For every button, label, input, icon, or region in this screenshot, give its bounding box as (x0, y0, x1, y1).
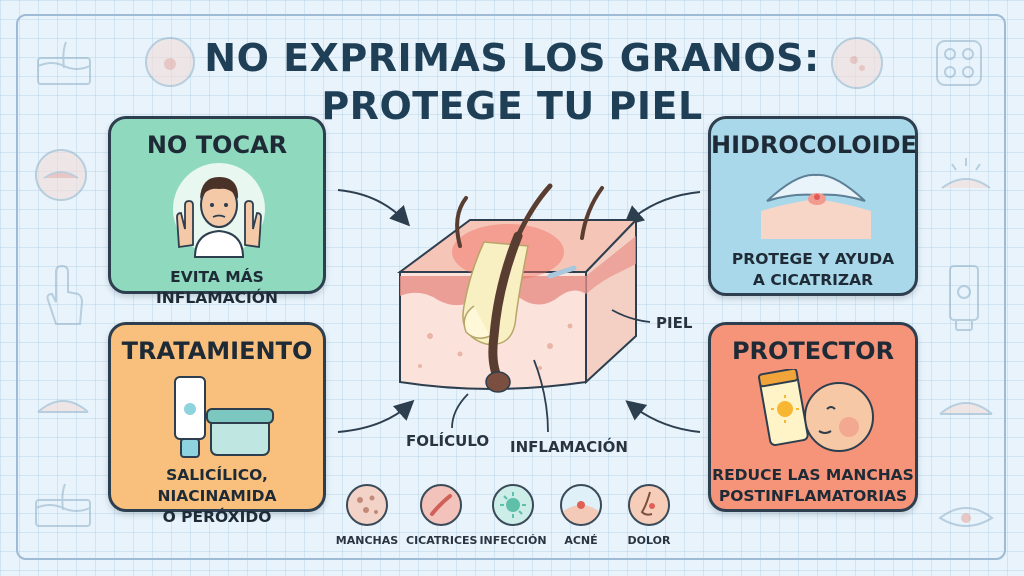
consequence-label: INFECCIÓN (479, 534, 547, 547)
hydrocolloid-patch-icon (761, 173, 871, 239)
consequence-acne: ACNÉ (546, 484, 616, 547)
person-not-touching-icon (173, 163, 265, 258)
card-protector: PROTECTOR REDUCE LAS MANCHAS POSTINFLAMA… (708, 322, 918, 512)
arrow-hidrocoloide (623, 191, 701, 226)
patch-grid-icon (936, 40, 982, 86)
scar-icon (420, 484, 462, 526)
consequence-cicatrices: CICATRICES (406, 484, 478, 547)
consequence-label: DOLOR (627, 534, 671, 547)
label-inflamacion: INFLAMACIÓN (510, 438, 628, 456)
skin-layer-icon (35, 483, 91, 527)
card-text-line: REDUCE LAS MANCHAS (712, 466, 914, 484)
title-line-1: NO EXPRIMAS LOS GRANOS: (204, 36, 820, 80)
sunscreen-tube-icon (949, 265, 979, 331)
pimple-side-icon (939, 402, 993, 415)
card-text-line: POSTINFLAMATORIAS (718, 487, 908, 505)
consequence-dolor: DOLOR (614, 484, 684, 547)
card-hidrocoloide: HIDROCOLOIDE PROTEGE Y AYUDA A CICATRIZA… (708, 116, 918, 296)
arrow-protector (625, 400, 701, 433)
sunscreen-face-icon (757, 369, 874, 452)
consequence-label: MANCHAS (335, 534, 399, 547)
card-title: PROTECTOR (731, 337, 895, 365)
label-foliculo: FOLÍCULO (406, 432, 490, 450)
card-text: EVITA MÁS INFLAMACIÓN (156, 268, 278, 307)
card-text: SALICÍLICO, NIACINAMIDA O PERÓXIDO (111, 465, 323, 528)
bacteria-icon (492, 484, 534, 526)
skin-layer-icon (37, 41, 91, 85)
card-no-tocar: NO TOCAR EVITA MÁS INFLAMACIÓN (108, 116, 326, 307)
cream-products-icon (174, 376, 274, 458)
nose-icon (628, 484, 670, 526)
card-text-line: SALICÍLICO, NIACINAMIDA (157, 466, 277, 505)
card-text-line: PROTEGE Y AYUDA (731, 250, 895, 268)
skin-cross-section-diagram (396, 183, 639, 393)
page-frame (16, 14, 1006, 560)
hand-icon (46, 264, 84, 325)
consequence-manchas: MANCHAS (332, 484, 402, 547)
card-text: PROTEGE Y AYUDA A CICATRIZAR (711, 249, 915, 291)
pimple-circle-icon (831, 37, 883, 89)
card-text: REDUCE LAS MANCHAS POSTINFLAMATORIAS (711, 465, 915, 507)
consequence-label: ACNÉ (564, 534, 598, 547)
pimple-side-icon (37, 400, 89, 413)
card-title: HIDROCOLOIDE (711, 131, 917, 159)
card-tratamiento: TRATAMIENTO SALICÍLICO, NIACINAMIDA O PE… (108, 322, 326, 526)
sun-pimple-icon (941, 158, 991, 189)
pimple-icon (560, 484, 602, 526)
arrow-tratamiento (337, 399, 415, 433)
pimple-circle-icon (145, 37, 195, 87)
page-title: NO EXPRIMAS LOS GRANOS: PROTEGE TU PIEL (0, 34, 1024, 130)
card-title: TRATAMIENTO (121, 337, 313, 365)
card-text-line: A CICATRIZAR (752, 271, 874, 289)
consequence-infeccion: INFECCIÓN (478, 484, 548, 547)
spots-icon (346, 484, 388, 526)
card-text-line: O PERÓXIDO (162, 508, 272, 526)
eye-shape-icon (938, 507, 994, 527)
title-line-2: PROTEGE TU PIEL (321, 84, 703, 128)
consequence-label: CICATRICES (406, 534, 478, 547)
pimple-circle-icon (35, 149, 87, 201)
label-piel: PIEL (656, 314, 693, 332)
card-title: NO TOCAR (146, 131, 288, 159)
arrow-no-tocar (337, 189, 411, 227)
